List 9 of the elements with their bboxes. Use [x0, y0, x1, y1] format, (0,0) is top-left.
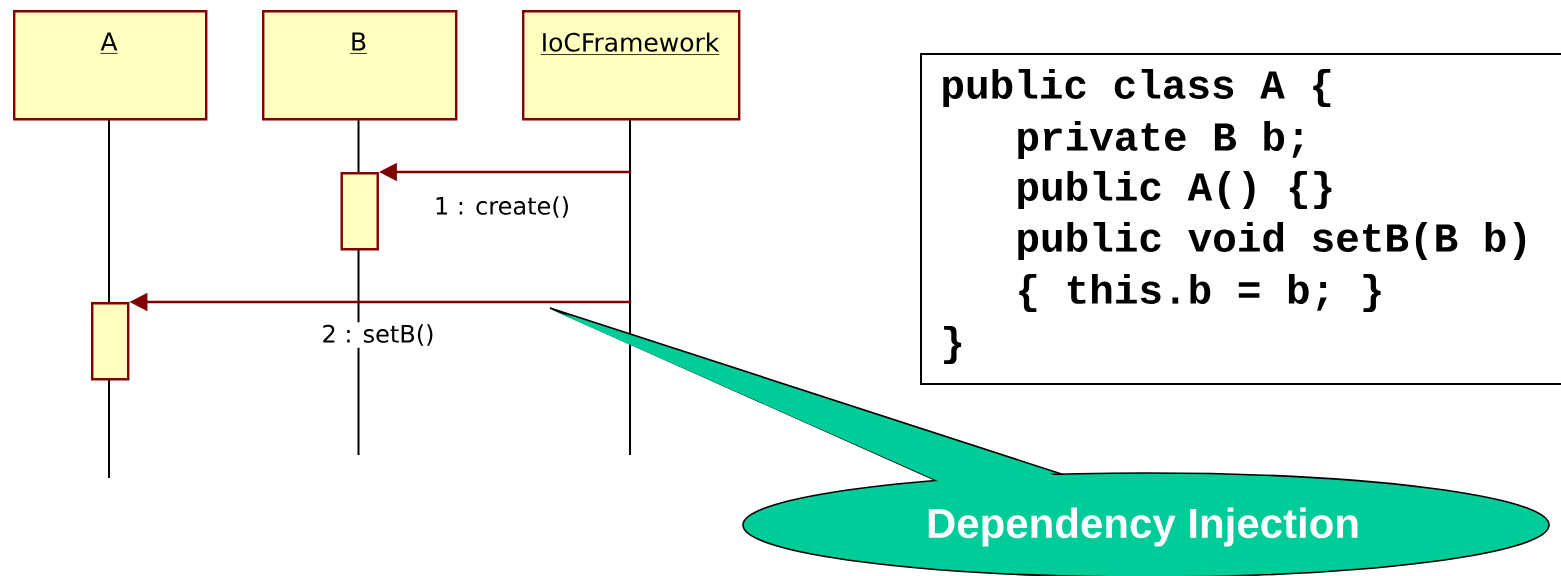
object-box: A: [13, 10, 208, 121]
activation-bar: [340, 172, 379, 251]
edge-label: 1 : create(): [432, 194, 573, 220]
object-box: B: [262, 10, 458, 121]
edge-label: 2 : setB(): [319, 322, 437, 348]
node-label: Dependency Injection: [928, 507, 1358, 547]
object-box: IoCFramework: [522, 10, 741, 121]
code-box: public class A { private B b; public A() {} public void setB(B b) { this.b = b; } }: [920, 53, 1561, 385]
activation-bar: [91, 302, 130, 381]
